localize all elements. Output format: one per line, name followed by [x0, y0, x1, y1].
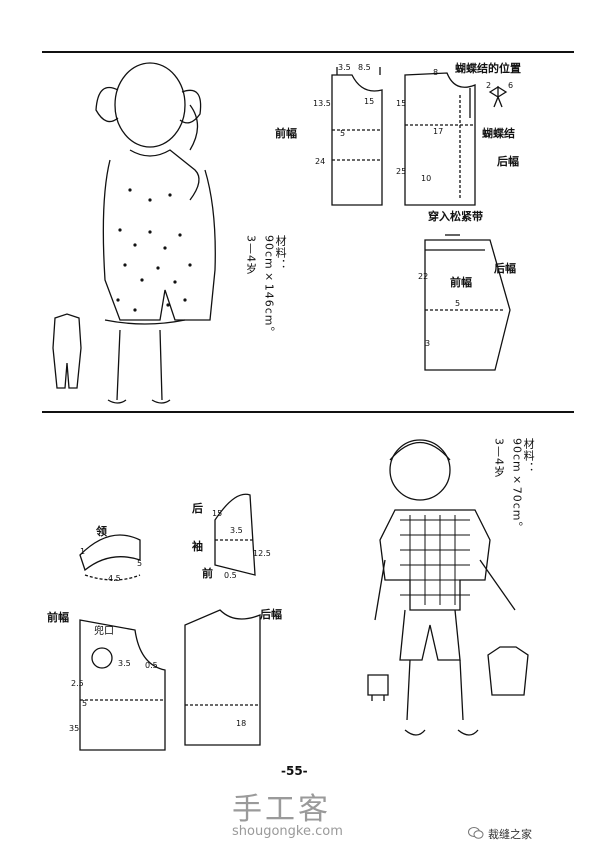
dim-number: 22 [418, 272, 429, 281]
dim-number: 4.5 [108, 574, 121, 583]
girl-illustration [95, 62, 216, 404]
dim-number: 6 [508, 81, 514, 90]
dim-number: 5 [82, 699, 88, 708]
polka-dots [116, 188, 192, 312]
label-pocket: 兜口 [94, 626, 114, 637]
dim-number: 3.5 [338, 63, 351, 72]
dim-number: 15 [396, 99, 407, 108]
page-number: -55- [281, 764, 308, 778]
watermark-badge: 裁缝之家 [488, 828, 532, 841]
label-bow-position: 蝴蝶结的位置 [455, 62, 521, 75]
label-back-short: 后 [192, 502, 203, 515]
wechat-icon [468, 827, 484, 839]
watermark-site-cn: 手工客 [232, 792, 331, 827]
dim-number: 10 [421, 174, 432, 183]
dim-number: 15 [364, 97, 375, 106]
dim-number: 5 [340, 129, 346, 138]
shirt-back-pattern [184, 609, 261, 746]
dim-number: 1 [80, 547, 86, 556]
dim-number: 35 [69, 724, 80, 733]
toy-drawing [367, 674, 389, 701]
dim-number: 17 [433, 127, 444, 136]
watermark-site-en: shougongke.com [232, 824, 343, 839]
label-elastic: 穿入松紧带 [428, 210, 483, 223]
top-age: 3—4岁 [244, 235, 258, 275]
bottom-age: 3—4岁 [492, 438, 506, 478]
bottom-materials: 材料：90cm×70cm。 [510, 438, 536, 534]
dim-number: 8.5 [358, 63, 371, 72]
shirt-front-pattern [79, 619, 166, 751]
collar-pattern [79, 534, 141, 581]
label-pants-back: 后幅 [494, 262, 516, 275]
dim-number: 2.5 [71, 679, 84, 688]
jumpsuit-thumbnail [52, 313, 82, 389]
dim-number: 5 [455, 299, 461, 308]
dim-number: 0.5 [224, 571, 237, 580]
dim-number: 5 [137, 559, 143, 568]
label-back-full: 后幅 [260, 608, 282, 621]
dim-number: 3.5 [230, 526, 243, 535]
label-pants-front: 前幅 [450, 276, 472, 289]
label-front-short: 前 [202, 567, 213, 580]
dim-number: 3 [425, 339, 431, 348]
dim-number: 15 [212, 509, 223, 518]
dim-number: 8 [433, 68, 439, 77]
sleeve-pattern [214, 493, 256, 576]
dim-number: 13.5 [313, 99, 331, 108]
plaid-pattern [400, 515, 470, 605]
top-materials: 材料：90cm×146cm。 [262, 235, 288, 339]
label-bow: 蝴蝶结 [482, 127, 515, 140]
dim-number: 12.5 [253, 549, 271, 558]
bow-drawing [488, 85, 508, 108]
bodice-back-pattern [404, 72, 476, 206]
dim-number: 24 [315, 157, 326, 166]
label-front-full: 前幅 [47, 611, 69, 624]
pants-pattern [424, 234, 511, 371]
label-collar: 领 [96, 525, 107, 538]
shirt-thumbnail [487, 646, 529, 696]
dim-number: 3.5 [118, 659, 131, 668]
top-rule [42, 51, 574, 53]
dim-number: 0.5 [145, 661, 158, 670]
dim-number: 25 [396, 167, 407, 176]
boy-illustration [374, 439, 516, 736]
dim-number: 2 [486, 81, 492, 90]
bodice-front-pattern [331, 67, 383, 206]
middle-rule [42, 411, 574, 413]
label-back: 后幅 [497, 155, 519, 168]
label-sleeve: 袖 [192, 540, 203, 553]
label-front: 前幅 [275, 127, 297, 140]
dim-number: 18 [236, 719, 247, 728]
